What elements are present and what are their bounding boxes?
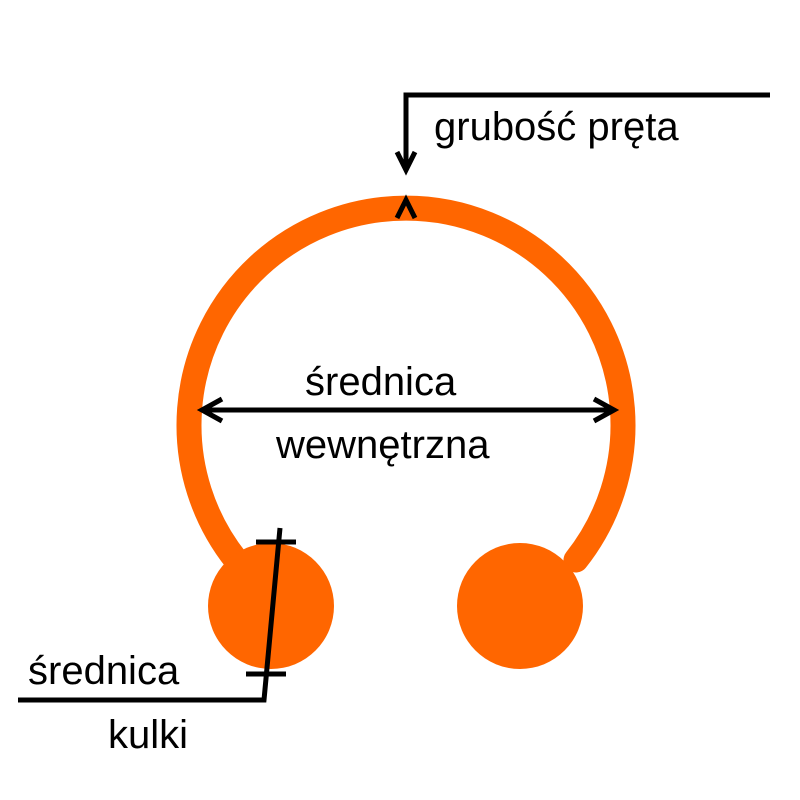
ball-diameter-indicator bbox=[18, 527, 296, 703]
rod-thickness-bottom-arrowhead bbox=[394, 194, 418, 220]
inner-diameter-right-arrowhead bbox=[592, 396, 620, 424]
inner-diameter-label-line1: średnica bbox=[305, 360, 457, 404]
rod-thickness-label: grubość pręta bbox=[434, 105, 679, 149]
inner-diameter-label-line2: wewnętrzna bbox=[275, 423, 490, 467]
ball-diameter-leader-line bbox=[18, 527, 283, 703]
rod-thickness-leader-line bbox=[403, 92, 770, 168]
ball-diameter-label-line2: kulki bbox=[108, 713, 188, 757]
inner-diameter-arrow bbox=[196, 396, 620, 424]
ball-diameter-label-line1: średnica bbox=[28, 649, 180, 693]
right-ball bbox=[457, 543, 583, 669]
rod-thickness-top-arrowhead bbox=[394, 150, 418, 176]
horseshoe-ring bbox=[176, 195, 636, 573]
rod-thickness-indicator bbox=[394, 92, 770, 220]
inner-diameter-left-arrowhead bbox=[196, 396, 224, 424]
